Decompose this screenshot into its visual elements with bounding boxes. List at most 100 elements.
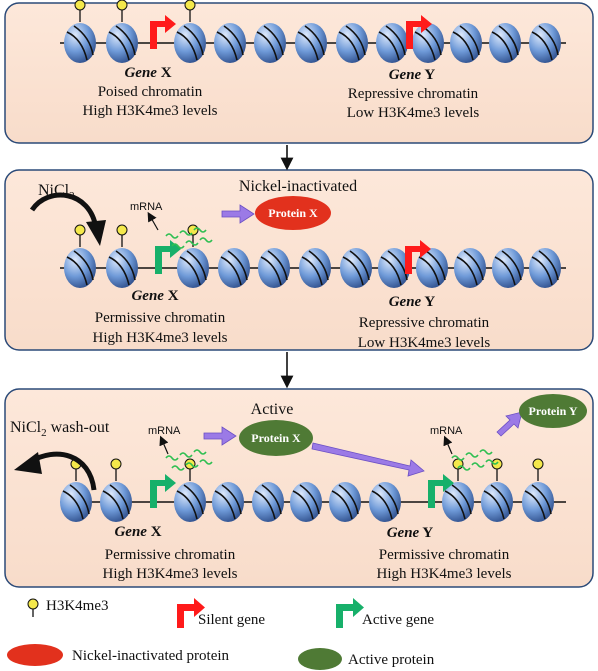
legend-nickel-protein-swatch: [7, 644, 63, 666]
dna-wrap: [299, 484, 320, 515]
dna-wrap: [538, 25, 559, 56]
dna-wrap: [220, 256, 242, 286]
dna-wrap: [378, 31, 400, 61]
mrna-squiggle: [485, 459, 499, 465]
mrna-squiggle: [465, 452, 479, 458]
dna-wrap: [349, 250, 370, 281]
dna-wrap: [371, 490, 393, 520]
panel2-gene-y-state: Repressive chromatin: [359, 315, 490, 331]
dna-wrap: [221, 484, 242, 515]
dna-wrap: [256, 31, 278, 61]
dna-wrap: [254, 490, 276, 520]
panel3-gene-x-active-arrow: [150, 474, 176, 508]
dna-wrap: [456, 256, 478, 286]
dna-wrap: [538, 250, 559, 281]
dna-wrap: [494, 256, 516, 286]
dna-wrap: [338, 484, 359, 515]
legend-silent-gene-arrow: [177, 598, 205, 628]
h3k4me3-mark: [74, 224, 86, 236]
panel1-gene-x-level: High H3K4me3 levels: [83, 103, 218, 119]
panel2-mrna-pointer: [147, 211, 159, 231]
dna-wrap: [115, 250, 136, 281]
mrna-squiggle: [171, 243, 185, 249]
dna-wrap: [183, 25, 204, 56]
mrna-squiggle: [193, 227, 207, 233]
dna-wrap: [491, 31, 513, 61]
dna-wrap: [304, 25, 325, 56]
dna-wrap: [501, 250, 522, 281]
dna-wrap: [179, 256, 201, 286]
dna-wrap: [292, 490, 314, 520]
dna-wrap: [452, 31, 474, 61]
panel2-gene-x-state: Permissive chromatin: [95, 310, 226, 326]
dna-wrap: [531, 31, 553, 61]
dna-wrap: [176, 31, 198, 61]
dna-wrap: [66, 256, 88, 286]
dna-wrap: [183, 484, 204, 515]
panel2-gene-y-label: Gene Y: [389, 294, 436, 310]
panel3-protein-x-oval: [239, 420, 313, 456]
panel3-protein-state: Active: [251, 401, 294, 418]
panel2-gene-y-level: Low H3K4me3 levels: [358, 335, 491, 351]
dna-wrap: [66, 31, 88, 61]
h3k4me3-mark: [187, 224, 199, 236]
dna-wrap: [267, 250, 288, 281]
mrna-squiggle: [165, 455, 179, 461]
panel2-protein-x-label: Protein X: [268, 206, 318, 220]
legend-h3k4me3-mark: [27, 598, 39, 610]
h3k4me3-mark: [110, 458, 122, 470]
dna-wrap: [451, 484, 472, 515]
legend-silent-gene-label: Silent gene: [198, 612, 265, 628]
panel2-protein-state: Nickel-inactivated: [239, 178, 357, 195]
legend-nickel-protein-label: Nickel-inactivated protein: [72, 648, 230, 664]
mrna-squiggle: [179, 452, 193, 458]
panel3-mrna-y-label: mRNA: [430, 425, 463, 437]
dna-wrap: [380, 256, 402, 286]
mrna-squiggle: [185, 462, 199, 468]
dna-wrap: [108, 31, 130, 61]
panel1-gene-x-state: Poised chromatin: [98, 84, 203, 100]
panel3-gene-y-label: Gene Y: [387, 525, 434, 541]
legend-h3k4me3-label: H3K4me3: [46, 598, 109, 614]
panel2-flow-arrow: [221, 204, 255, 224]
legend-active-protein-label: Active protein: [348, 652, 435, 668]
h3k4me3-mark: [116, 0, 128, 11]
dna-wrap: [531, 484, 552, 515]
dna-wrap: [102, 490, 124, 520]
dna-wrap: [463, 250, 484, 281]
panel1-gene-x-label: Gene X: [124, 65, 171, 81]
panel2-gene-x-active-arrow: [155, 240, 181, 274]
panel2-protein-x-oval: [255, 196, 331, 230]
dna-wrap: [490, 484, 511, 515]
panel1-gene-y-label: Gene Y: [389, 67, 436, 83]
panel1-chromatin: [60, 0, 566, 63]
panel3-protein-y-oval: [519, 394, 587, 428]
legend-active-protein-swatch: [298, 648, 342, 670]
dna-wrap: [261, 484, 282, 515]
panel2-gene-y-silent-arrow: [405, 240, 431, 274]
h3k4me3-mark: [184, 0, 196, 11]
panel1-gene-y-silent-arrow: [406, 15, 432, 49]
dna-wrap: [263, 25, 284, 56]
dna-wrap: [378, 484, 399, 515]
panel3-mrna-x-label: mRNA: [148, 425, 181, 437]
panel1-gene-y-state: Repressive chromatin: [348, 86, 479, 102]
panel3-gene-x-label: Gene X: [114, 524, 161, 540]
dna-wrap: [227, 250, 248, 281]
mrna-squiggle: [457, 465, 471, 471]
dna-wrap: [73, 250, 94, 281]
panel1-gene-y-level: Low H3K4me3 levels: [347, 105, 480, 121]
panel2-curved-arrow: [29, 192, 99, 229]
panel2-curved-arrowhead: [86, 220, 106, 246]
dna-wrap: [483, 490, 505, 520]
dna-wrap: [216, 31, 238, 61]
dna-wrap: [176, 490, 198, 520]
panel2-chromatin: [60, 224, 566, 288]
panel1-gene-x-silent-arrow: [150, 15, 176, 49]
panel3-gene-y-active-arrow: [428, 474, 454, 508]
dna-wrap: [115, 25, 136, 56]
panel3-gene-y-state: Permissive chromatin: [379, 547, 510, 563]
dna-wrap: [425, 250, 446, 281]
dna-wrap: [108, 256, 130, 286]
mrna-squiggle: [171, 465, 185, 471]
